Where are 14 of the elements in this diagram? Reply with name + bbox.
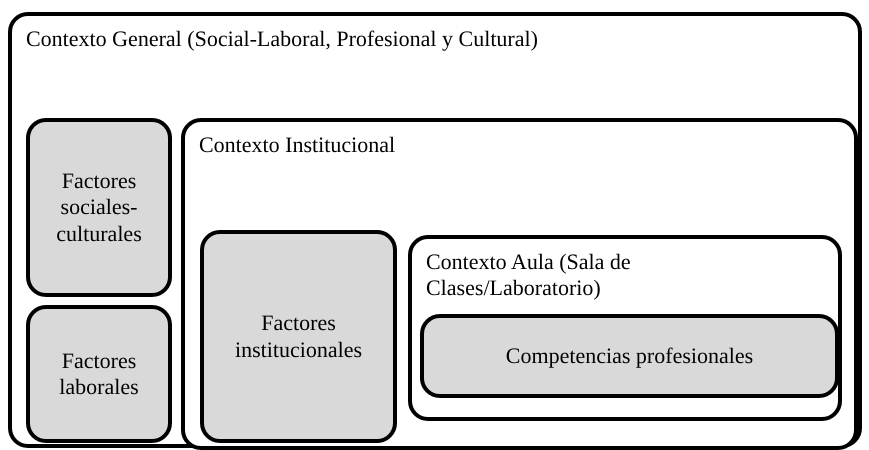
box-title: Contexto Aula (Sala de Clases/Laboratorio) bbox=[426, 249, 632, 302]
box-label: Factores institucionales bbox=[234, 310, 364, 363]
factor-box bbox=[26, 305, 172, 443]
context-box bbox=[8, 12, 862, 448]
factor-box bbox=[26, 118, 172, 297]
box-label: Competencias profesionales bbox=[506, 342, 754, 370]
box-title: Contexto Institucional bbox=[199, 132, 396, 158]
factor-box bbox=[200, 230, 397, 443]
context-box bbox=[181, 118, 858, 450]
box-title: Contexto General (Social-Laboral, Profesional y Cultural) bbox=[26, 26, 538, 52]
box-label: Factores sociales-culturales bbox=[55, 168, 143, 248]
factor-box bbox=[420, 314, 839, 398]
box-label: Factores laborales bbox=[58, 348, 140, 400]
context-box bbox=[408, 235, 842, 421]
